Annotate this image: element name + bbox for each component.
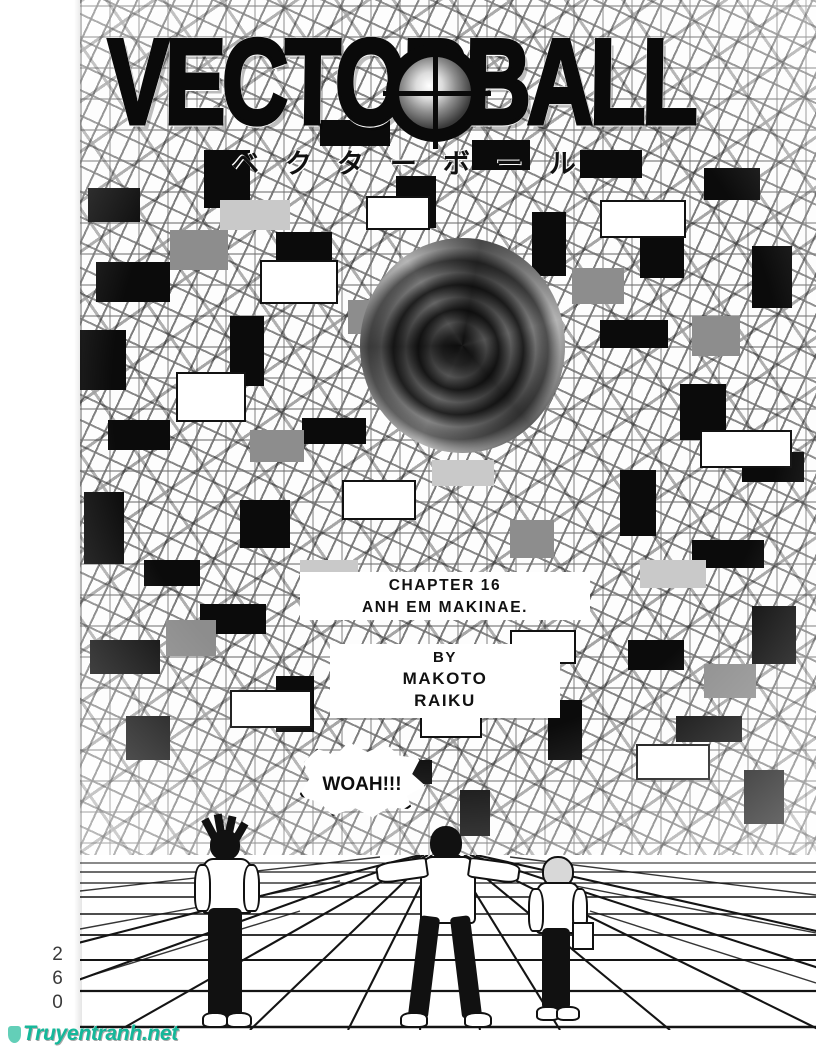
speech-balloon: WOAH!!!	[296, 737, 428, 821]
block-shape	[704, 168, 760, 200]
character-shoe-left	[400, 1012, 428, 1028]
character-spiky-hair-left	[188, 813, 260, 1030]
page-binding-shadow	[74, 0, 82, 1030]
series-title-kana: ベクターボール	[232, 149, 602, 180]
crosshair-target-icon	[383, 41, 491, 149]
block-shape	[744, 770, 784, 824]
character-torso	[420, 856, 476, 924]
character-head	[210, 830, 240, 860]
character-leg-left	[407, 915, 441, 1019]
block-shape-grey	[704, 664, 756, 698]
character-bag	[572, 922, 594, 950]
block-shape	[108, 420, 170, 450]
character-legs	[208, 908, 242, 1016]
block-shape-outlined	[600, 200, 686, 238]
block-shape-light	[432, 460, 494, 486]
block-shape-outlined	[366, 196, 430, 230]
vortex-swirl	[360, 238, 565, 453]
author-byline: BY MAKOTO RAIKU	[325, 648, 565, 713]
block-shape	[752, 246, 792, 308]
block-shape-grey	[250, 430, 304, 462]
block-shape-grey	[692, 316, 740, 356]
chapter-credits: CHAPTER 16 ANH EM MAKINAE.	[295, 575, 595, 620]
chapter-title-label: ANH EM MAKINAE.	[361, 599, 529, 617]
block-shape-grey	[572, 268, 624, 304]
block-shape	[628, 640, 684, 670]
manga-artwork: VECTORBALL ベクターボール CHAPTER 16 ANH EM MAK…	[80, 0, 816, 1030]
block-shape-grey	[170, 230, 228, 270]
block-shape	[676, 716, 742, 742]
character-arm-right	[243, 864, 260, 912]
block-shape-grey	[166, 620, 216, 656]
character-legs	[542, 928, 570, 1010]
author-last-name: RAIKU	[414, 691, 476, 711]
speech-balloon-text: WOAH!!!	[322, 773, 402, 795]
block-shape	[88, 188, 140, 222]
block-shape	[96, 262, 170, 302]
character-shoe-right	[556, 1006, 580, 1021]
block-shape-light	[220, 200, 290, 230]
block-shape-outlined	[342, 480, 416, 520]
block-shape-outlined	[260, 260, 338, 304]
block-shape	[302, 418, 366, 444]
page-number: 260	[47, 944, 68, 1016]
block-shape-outlined	[700, 430, 792, 468]
block-shape	[276, 232, 332, 260]
site-watermark-text: Truyentranh.net	[23, 1022, 178, 1045]
block-shape	[80, 330, 126, 390]
character-shoe-right	[464, 1012, 492, 1028]
block-shape-outlined	[230, 690, 312, 728]
character-arm-left	[194, 864, 211, 912]
author-first-name: MAKOTO	[402, 668, 488, 688]
leaf-icon	[8, 1025, 21, 1043]
block-shape-light	[640, 560, 706, 588]
character-right-with-bag	[524, 856, 594, 1026]
character-head	[430, 826, 462, 860]
block-shape	[144, 560, 200, 586]
byline-plate	[330, 644, 560, 718]
block-shape	[600, 320, 668, 348]
block-shape	[90, 640, 160, 674]
block-shape	[240, 500, 290, 548]
block-shape-outlined	[636, 744, 710, 780]
credits-plate	[300, 572, 590, 620]
character-shoe-right	[226, 1012, 252, 1028]
site-watermark: Truyentranh.net	[8, 1022, 178, 1046]
block-shape-outlined	[176, 372, 246, 422]
character-leg-right	[449, 915, 483, 1019]
block-shape-grey	[510, 520, 554, 558]
block-shape	[620, 470, 656, 536]
series-logo: VECTORBALL ベクターボール	[105, 14, 788, 180]
block-shape	[126, 716, 170, 760]
byline-by-label: BY	[432, 649, 458, 666]
block-shape	[752, 606, 796, 664]
character-arm-left	[528, 888, 544, 932]
block-shape	[84, 492, 124, 564]
character-shoe-left	[202, 1012, 228, 1028]
chapter-number-label: CHAPTER 16	[388, 577, 502, 594]
spiral-vortex	[360, 238, 565, 453]
character-center	[374, 824, 522, 1030]
